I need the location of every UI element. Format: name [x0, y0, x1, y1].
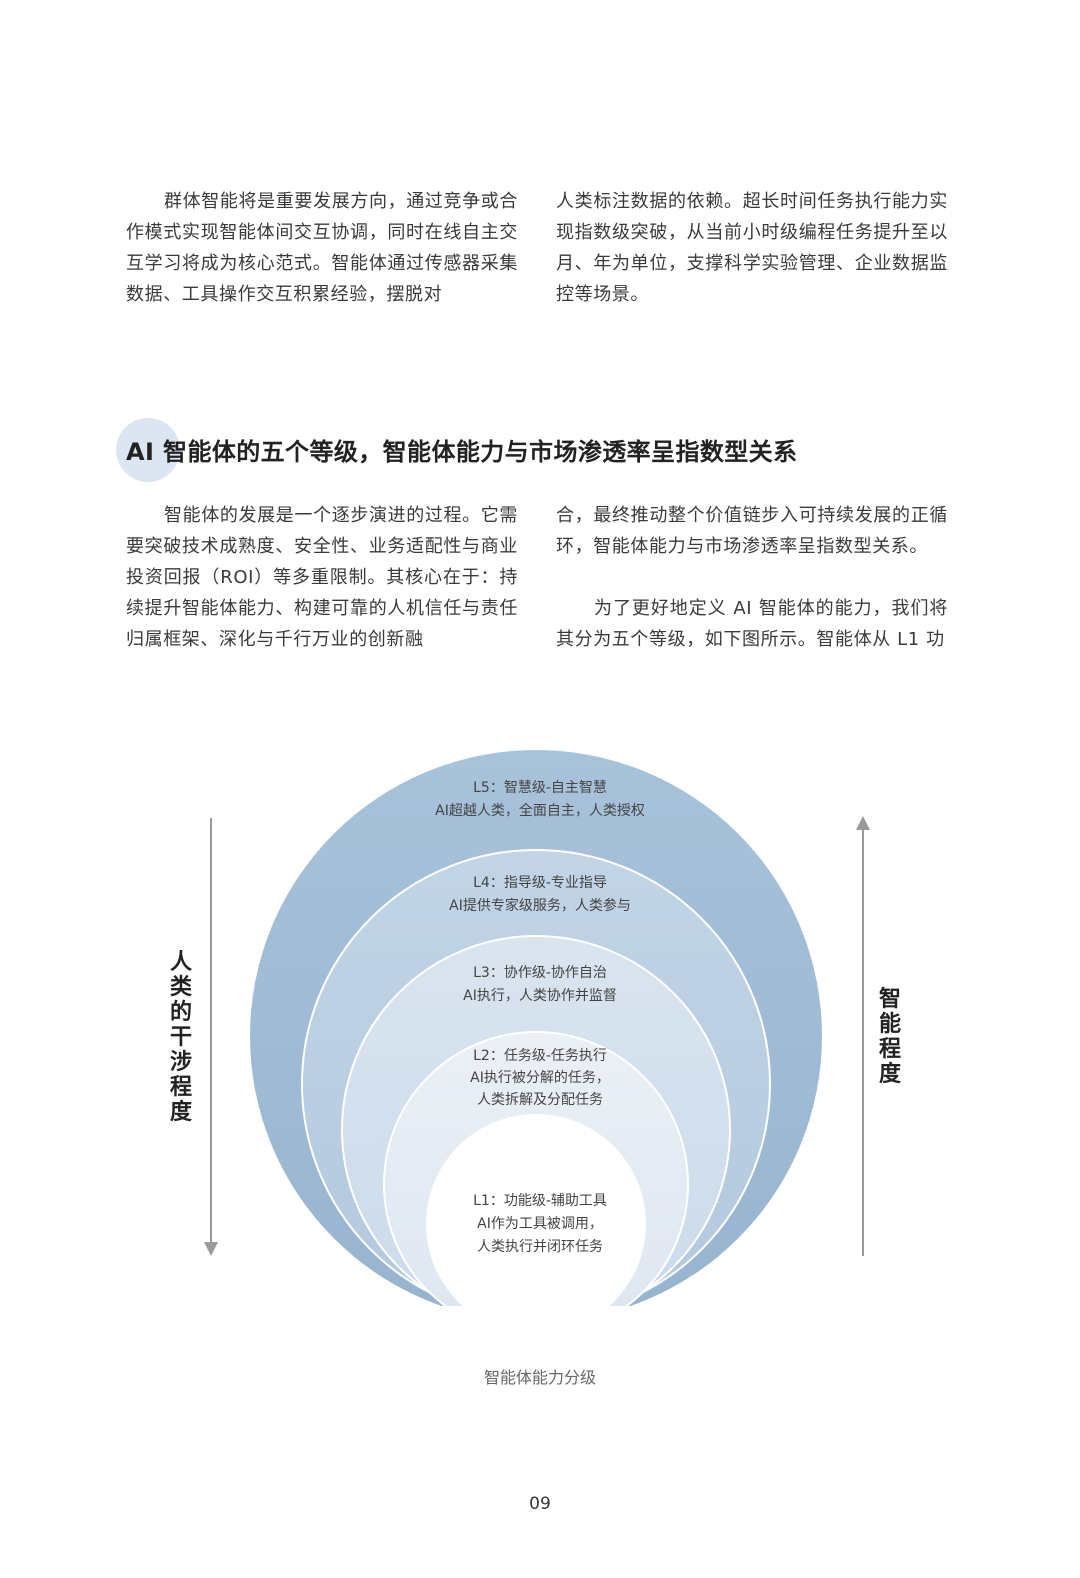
- section-heading-block: AI 智能体的五个等级，智能体能力与市场渗透率呈指数型关系: [116, 418, 876, 484]
- section-paragraph-left: 智能体的发展是一个逐步演进的过程。它需要突破技术成熟度、安全性、业务适配性与商业…: [126, 505, 518, 650]
- level-3-desc: AI执行，人类协作并监督: [463, 988, 617, 1004]
- level-5-desc: AI超越人类，全面自主，人类授权: [435, 803, 645, 819]
- level-5-title: L5：智慧级-自主智慧: [473, 780, 607, 796]
- page-number: 09: [529, 1494, 551, 1514]
- level-2-title: L2：任务级-任务执行: [473, 1048, 607, 1064]
- level-1-title: L1：功能级-辅助工具: [473, 1193, 607, 1209]
- level-3-label: L3：协作级-协作自治 AI执行，人类协作并监督: [340, 962, 740, 1008]
- agent-level-diagram: [204, 750, 870, 1306]
- down-arrow-icon: [204, 1242, 218, 1256]
- section-paragraph-right-1: 合，最终推动整个价值链步入可持续发展的正循环，智能体能力与市场渗透率呈指数型关系…: [556, 505, 948, 557]
- figure-caption: 智能体能力分级: [483, 1368, 596, 1387]
- intro-paragraph-right: 人类标注数据的依赖。超长时间任务执行能力实现指数级突破，从当前小时级编程任务提升…: [556, 191, 948, 305]
- level-4-label: L4：指导级-专业指导 AI提供专家级服务，人类参与: [340, 872, 740, 918]
- up-arrow-icon: [856, 816, 870, 830]
- intro-paragraph-left: 群体智能将是重要发展方向，通过竞争或合作模式实现智能体间交互协调，同时在线自主交…: [126, 191, 518, 305]
- level-2-desc-1: AI执行被分解的任务，: [470, 1070, 610, 1086]
- level-4-desc: AI提供专家级服务，人类参与: [449, 898, 631, 914]
- level-1-desc-1: AI作为工具被调用，: [477, 1216, 603, 1232]
- level-5-label: L5：智慧级-自主智慧 AI超越人类，全面自主，人类授权: [340, 777, 740, 823]
- heading-circle-decoration: [116, 418, 180, 482]
- level-1-label: L1：功能级-辅助工具 AI作为工具被调用， 人类执行并闭环任务: [340, 1190, 740, 1259]
- level-4-title: L4：指导级-专业指导: [473, 875, 607, 891]
- level-2-desc-2: 人类拆解及分配任务: [477, 1092, 603, 1108]
- level-1-core: [426, 1114, 646, 1306]
- level-1-desc-2: 人类执行并闭环任务: [477, 1239, 603, 1255]
- level-2-label: L2：任务级-任务执行 AI执行被分解的任务， 人类拆解及分配任务: [340, 1045, 740, 1111]
- level-3-title: L3：协作级-协作自治: [473, 965, 607, 981]
- left-axis-label: 人类的干涉程度: [169, 950, 192, 1125]
- section-heading: AI 智能体的五个等级，智能体能力与市场渗透率呈指数型关系: [126, 438, 798, 466]
- section-paragraph-right-2: 为了更好地定义 AI 智能体的能力，我们将其分为五个等级，如下图所示。智能体从 …: [556, 598, 948, 650]
- right-axis-label: 智能程度: [878, 987, 901, 1087]
